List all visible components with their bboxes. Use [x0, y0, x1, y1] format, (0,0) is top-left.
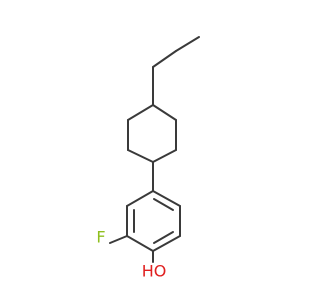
bond-benzene-1	[152, 190, 181, 207]
bond-benzene-double-2	[153, 231, 174, 244]
hydroxyl-group-label: HO	[142, 262, 167, 281]
bond-cyclohexane-4	[127, 149, 154, 163]
bond-benzene-3	[152, 235, 181, 252]
bond-benzene-fluorine	[109, 235, 128, 244]
bond-benzene-double-1	[153, 198, 174, 211]
bond-benzene-6	[126, 190, 154, 207]
bond-benzene-4	[126, 235, 154, 252]
bond-propyl-c2-c1	[152, 50, 177, 68]
bond-cyclohexane-3	[152, 149, 177, 163]
bond-propyl-c3-c2	[175, 36, 200, 52]
bond-cyclohexane-1	[152, 104, 177, 121]
molecule-drawing: F HO	[96, 36, 200, 281]
bond-cyclohexane-6	[127, 104, 154, 121]
structure-canvas: F HO	[96, 36, 200, 281]
fluorine-atom-label: F	[96, 228, 105, 247]
